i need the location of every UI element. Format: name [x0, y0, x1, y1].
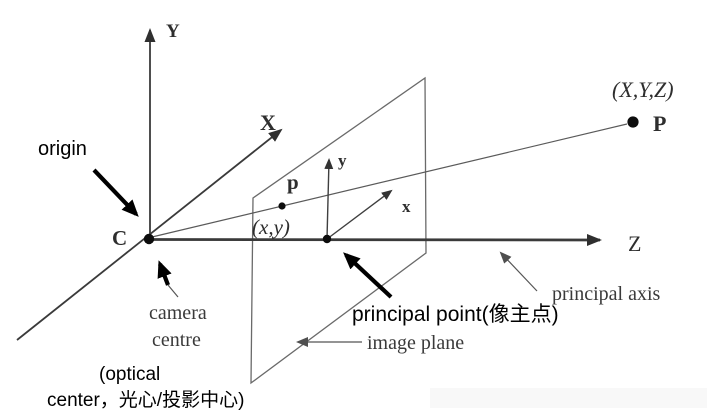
camera-centre-arrow-tail: [167, 284, 179, 298]
principal-axis-label: principal axis: [552, 283, 661, 305]
world-point: [627, 116, 639, 128]
camera-centre-label: C: [112, 226, 127, 250]
world-point-label: P: [653, 111, 666, 136]
x-axis-label: X: [260, 110, 276, 135]
optical-center-text-line2: center，光心/投影中心): [47, 389, 244, 411]
camera-centre-point: [143, 233, 155, 245]
projection-ray: [151, 123, 628, 238]
origin-arrow: [92, 168, 139, 217]
z-axis-label: Z: [628, 231, 641, 256]
z-axis-line: [149, 233, 602, 246]
image-point: [278, 202, 286, 210]
optical-center-text-line1: (optical: [99, 364, 160, 385]
image-point-label: p: [287, 170, 299, 194]
world-coords-label: (X,Y,Z): [612, 77, 674, 102]
image-coords-label: (x,y): [252, 215, 290, 239]
plane-x-axis-line: [326, 189, 393, 240]
camera-centre-arrow: [157, 260, 172, 286]
principal-point: [322, 234, 332, 244]
principal-axis-pointer: [499, 251, 538, 292]
camera-centre-text-line1: camera: [149, 302, 207, 324]
camera-centre-text-line2: centre: [152, 329, 201, 351]
plane-x-axis-label: x: [402, 197, 411, 216]
principal-point-label: principal point(像主点): [352, 303, 559, 326]
origin-label: origin: [38, 138, 87, 160]
image-plane-label: image plane: [367, 332, 464, 354]
plane-y-axis-label: y: [338, 151, 347, 170]
watermark-remnant: [430, 388, 707, 408]
principal-point-arrow: [343, 252, 393, 299]
plane-y-axis-line: [324, 158, 334, 240]
y-axis-label: Y: [166, 21, 180, 42]
